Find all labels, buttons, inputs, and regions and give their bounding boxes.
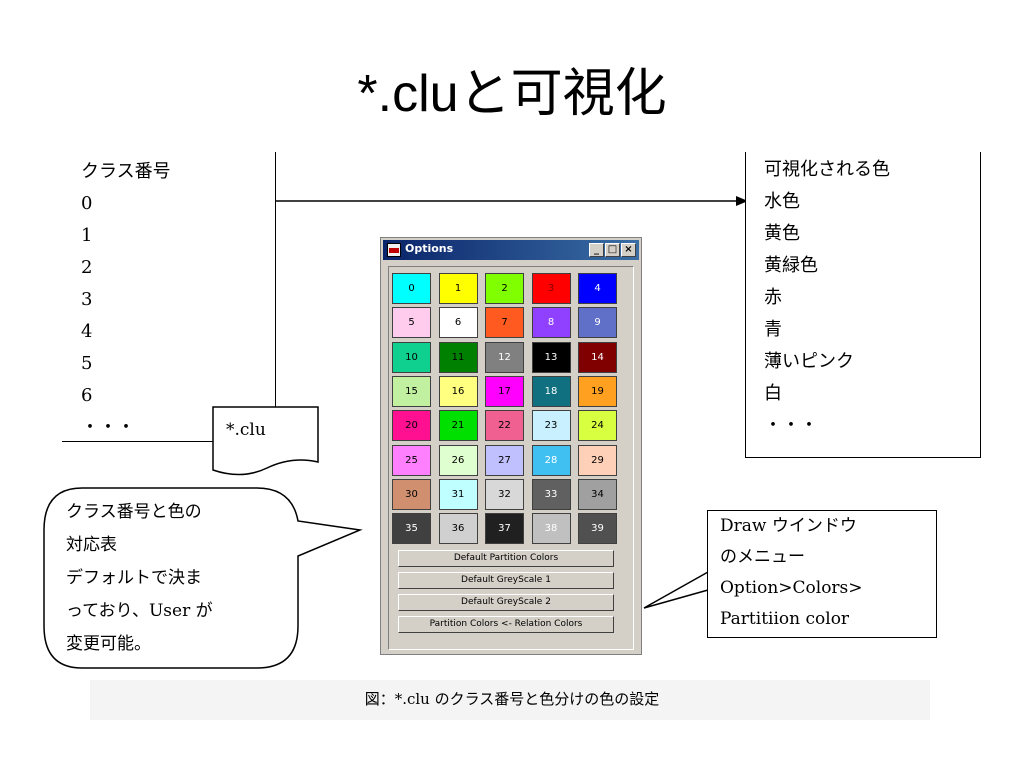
color-swatch-8[interactable]: 8 — [531, 307, 571, 339]
list-item: 水色 — [764, 191, 800, 212]
color-swatch-36[interactable]: 36 — [438, 513, 478, 545]
color-swatch-27[interactable]: 27 — [485, 444, 524, 476]
minimize-button[interactable]: _ — [589, 243, 604, 257]
list-header: 可視化される色 — [764, 159, 890, 180]
color-swatch-5[interactable]: 5 — [392, 307, 431, 339]
list-item: 青 — [764, 319, 782, 340]
color-swatch-28[interactable]: 28 — [531, 444, 571, 476]
list-item: 5 — [81, 353, 93, 374]
color-swatch-6[interactable]: 6 — [438, 307, 478, 339]
color-swatch-24[interactable]: 24 — [578, 410, 617, 442]
color-swatch-21[interactable]: 21 — [438, 410, 478, 442]
color-swatch-3[interactable]: 3 — [531, 273, 571, 304]
list-item: 白 — [764, 383, 782, 404]
color-swatch-12[interactable]: 12 — [485, 341, 524, 373]
color-swatch-26[interactable]: 26 — [438, 444, 478, 476]
caption-background — [90, 680, 930, 720]
list-item: ・・・ — [81, 417, 135, 438]
color-swatch-2[interactable]: 2 — [485, 273, 524, 304]
color-swatch-23[interactable]: 23 — [531, 410, 571, 442]
color-swatch-16[interactable]: 16 — [438, 375, 478, 407]
callout-line: デフォルトで決ま — [66, 568, 202, 588]
color-swatch-33[interactable]: 33 — [531, 478, 571, 510]
color-swatch-32[interactable]: 32 — [485, 478, 524, 510]
color-swatch-11[interactable]: 11 — [438, 341, 478, 373]
color-swatch-7[interactable]: 7 — [485, 307, 524, 339]
list-item: 薄いピンク — [764, 351, 854, 372]
color-swatch-18[interactable]: 18 — [531, 375, 571, 407]
app-icon — [387, 243, 401, 257]
color-swatch-17[interactable]: 17 — [485, 375, 524, 407]
color-swatch-14[interactable]: 14 — [578, 341, 617, 373]
right-callout-pointer — [643, 571, 709, 609]
draw-menu-callout: Draw ウインドウ のメニュー Option>Colors> Partitii… — [707, 510, 937, 638]
color-swatch-0[interactable]: 0 — [392, 273, 431, 304]
color-swatch-25[interactable]: 25 — [392, 444, 431, 476]
clu-document-shape — [212, 406, 319, 476]
color-swatch-39[interactable]: 39 — [578, 513, 617, 545]
color-swatch-29[interactable]: 29 — [578, 444, 617, 476]
list-item: ・・・ — [764, 415, 818, 436]
color-swatch-37[interactable]: 37 — [485, 513, 524, 545]
color-swatch-9[interactable]: 9 — [578, 307, 617, 339]
visualized-color-list: 可視化される色 水色 黄色 黄緑色 赤 青 薄いピンク 白 ・・・ — [745, 152, 981, 458]
list-item: 黄色 — [764, 223, 800, 244]
color-swatch-10[interactable]: 10 — [392, 341, 431, 373]
callout-line: Draw ウインドウ — [720, 516, 857, 536]
callout-line: 変更可能。 — [66, 634, 151, 654]
color-swatch-20[interactable]: 20 — [392, 410, 431, 442]
color-swatch-15[interactable]: 15 — [392, 375, 431, 407]
list-item: 0 — [81, 193, 93, 214]
color-swatch-31[interactable]: 31 — [438, 478, 478, 510]
list-item: 2 — [81, 257, 93, 278]
color-swatch-13[interactable]: 13 — [531, 341, 571, 373]
color-swatch-34[interactable]: 34 — [578, 478, 617, 510]
figure-caption: 図：*.clu のクラス番号と色分けの色の設定 — [364, 690, 660, 708]
clu-file-label: *.clu — [226, 420, 266, 440]
list-item: 4 — [81, 321, 93, 342]
mapping-arrow — [276, 196, 748, 206]
left-callout-text: クラス番号と色の 対応表 デフォルトで決ま っており、User が 変更可能。 — [66, 496, 213, 661]
callout-line: っており、User が — [66, 601, 213, 621]
list-item: 6 — [81, 385, 93, 406]
close-button[interactable]: × — [621, 243, 636, 257]
list-item: 3 — [81, 289, 93, 310]
color-swatch-38[interactable]: 38 — [531, 513, 571, 545]
list-header: クラス番号 — [81, 161, 171, 182]
slide-title: *.cluと可視化 — [357, 65, 667, 123]
default-greyscale-2-button[interactable]: Default GreyScale 2 — [398, 594, 614, 611]
callout-line: のメニュー — [720, 547, 805, 567]
list-item: 赤 — [764, 287, 782, 308]
window-titlebar[interactable]: Options _ □ × — [383, 240, 639, 260]
color-swatch-30[interactable]: 30 — [392, 478, 431, 510]
callout-line: Option>Colors> — [720, 578, 863, 598]
color-swatch-22[interactable]: 22 — [485, 410, 524, 442]
partition-from-relation-colors-button[interactable]: Partition Colors <- Relation Colors — [398, 616, 614, 633]
maximize-button[interactable]: □ — [605, 243, 620, 257]
color-swatch-1[interactable]: 1 — [438, 273, 478, 304]
default-greyscale-1-button[interactable]: Default GreyScale 1 — [398, 572, 614, 589]
default-partition-colors-button[interactable]: Default Partition Colors — [398, 550, 614, 567]
left-callout-bubble — [43, 487, 363, 669]
color-swatch-35[interactable]: 35 — [392, 513, 431, 545]
callout-line: 対応表 — [66, 535, 117, 555]
callout-line: Partitiion color — [720, 609, 850, 629]
color-swatch-4[interactable]: 4 — [578, 273, 617, 304]
class-number-list: クラス番号 0 1 2 3 4 5 6 ・・・ — [62, 152, 276, 442]
list-item: 1 — [81, 225, 93, 246]
callout-line: クラス番号と色の — [66, 502, 202, 522]
color-swatch-19[interactable]: 19 — [578, 375, 617, 407]
list-item: 黄緑色 — [764, 255, 818, 276]
window-title: Options — [405, 242, 454, 255]
